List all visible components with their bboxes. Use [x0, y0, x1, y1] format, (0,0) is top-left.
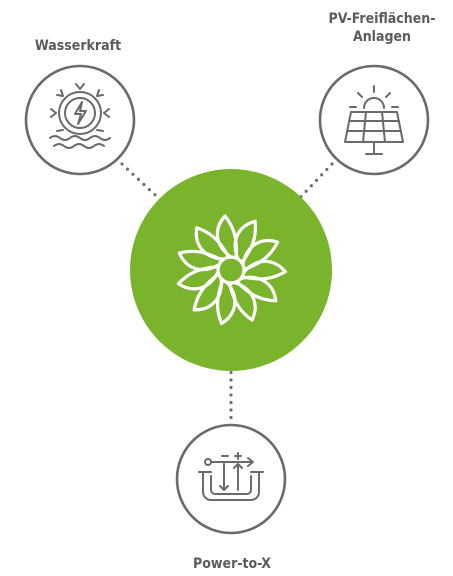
ptx-circle	[175, 423, 287, 535]
connector-pv	[293, 162, 334, 205]
label-wasserkraft: Wasserkraft	[34, 38, 122, 54]
solar-panel-icon	[344, 85, 404, 155]
label-pv-line1: PV-Freiflächen-	[328, 11, 436, 27]
label-pv-line2: Anlagen	[352, 29, 412, 45]
label-power-to-x: Power-to-X	[193, 556, 271, 572]
label-pv-freiflaechen-anlagen: PV-Freiflächen- Anlagen	[314, 10, 450, 46]
hydropower-turbine-icon	[49, 83, 111, 149]
center-circle	[130, 169, 332, 371]
wind-rotor-flower-icon	[174, 214, 288, 328]
power-to-x-icon	[198, 452, 264, 501]
